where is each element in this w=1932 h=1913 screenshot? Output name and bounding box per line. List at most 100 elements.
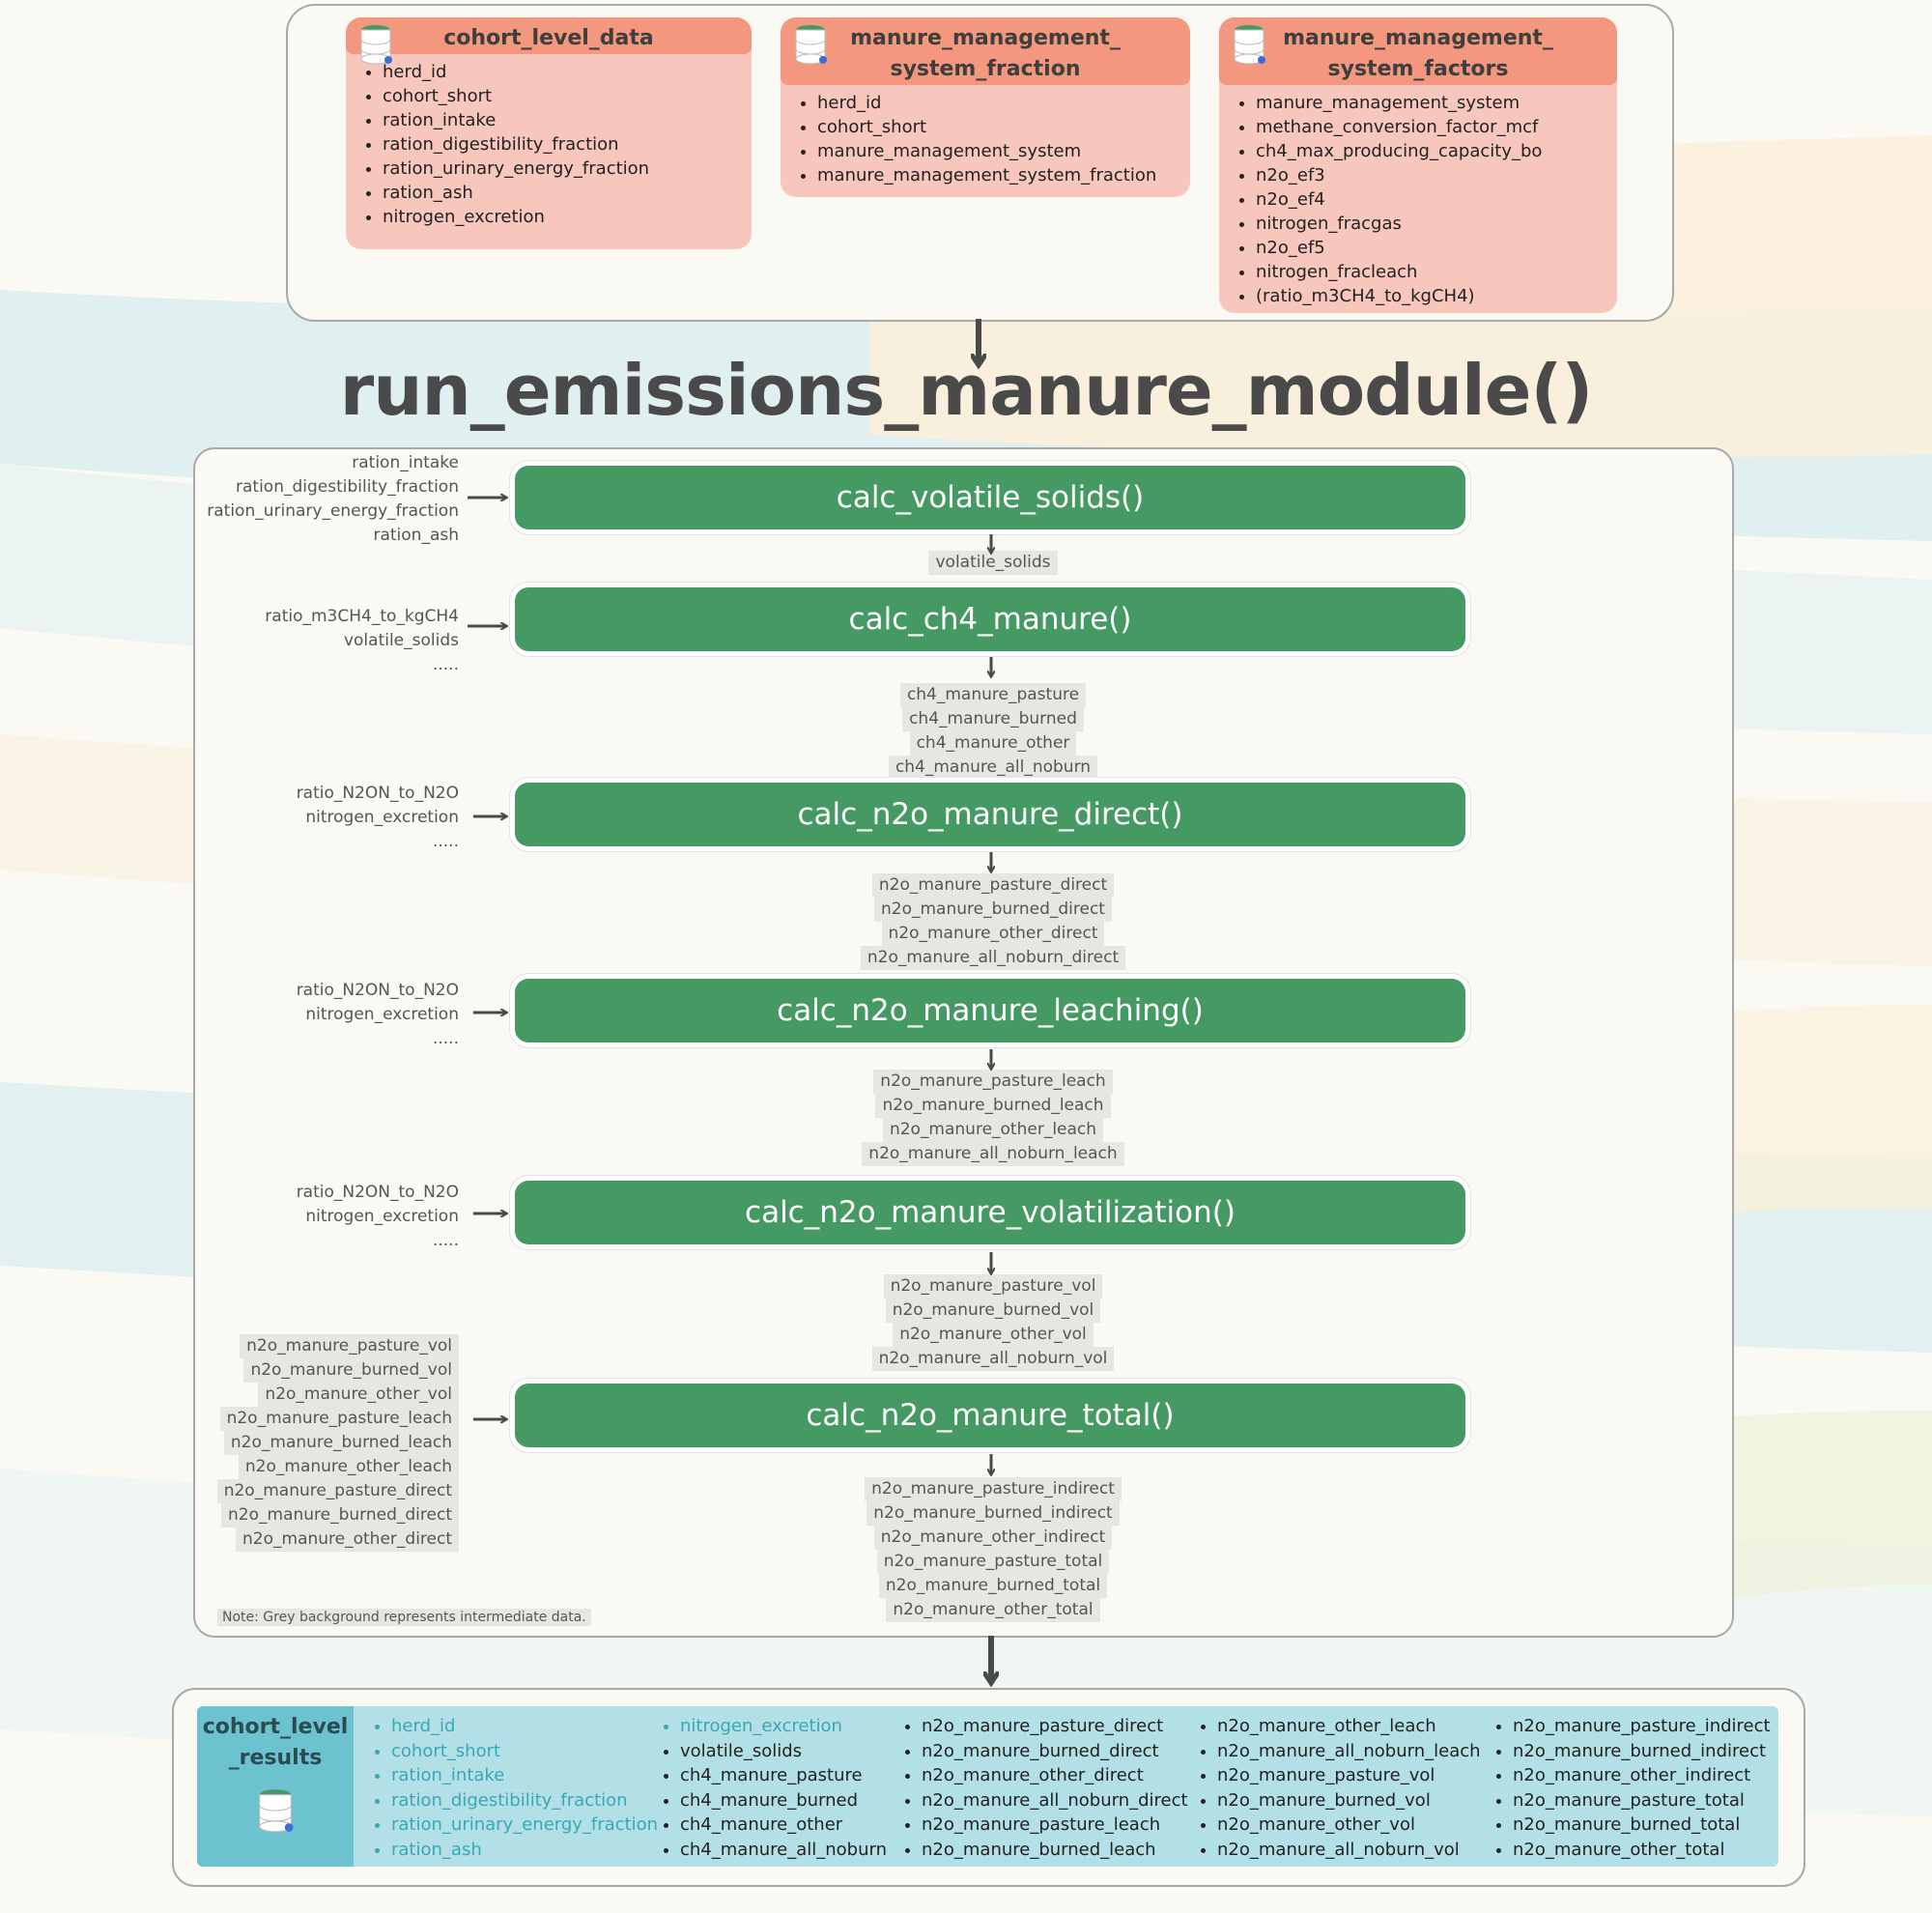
- result-field: n2o_manure_pasture_leach: [922, 1813, 1188, 1838]
- function-inputs: ratio_N2ON_to_N2O nitrogen_excretion ...…: [297, 979, 459, 1051]
- result-field: n2o_manure_other_total: [1513, 1838, 1771, 1863]
- function-outputs: n2o_manure_pasture_vol n2o_manure_burned…: [0, 1274, 1932, 1371]
- result-field: n2o_manure_other_direct: [922, 1763, 1188, 1788]
- input-label: .....: [432, 832, 459, 851]
- result-field: n2o_manure_other_vol: [1217, 1813, 1481, 1838]
- output-label: ch4_manure_pasture: [899, 683, 1087, 707]
- field-item: cohort_short: [817, 115, 1190, 139]
- input-label: n2o_manure_other_vol: [258, 1383, 459, 1407]
- output-label: n2o_manure_burned_total: [878, 1574, 1108, 1598]
- result-column: n2o_manure_pasture_direct n2o_manure_bur…: [900, 1714, 1188, 1862]
- output-label: n2o_manure_pasture_leach: [873, 1070, 1113, 1094]
- function-calc-n2o-manure-leaching: calc_n2o_manure_leaching(): [515, 979, 1465, 1042]
- result-field: n2o_manure_other_indirect: [1513, 1763, 1771, 1788]
- field-item: nitrogen_fracgas: [1256, 212, 1617, 236]
- result-field: n2o_manure_burned_direct: [922, 1739, 1188, 1764]
- function-outputs: n2o_manure_pasture_direct n2o_manure_bur…: [0, 873, 1932, 970]
- field-item: n2o_ef3: [1256, 163, 1617, 187]
- result-field: ch4_manure_other: [680, 1813, 887, 1838]
- function-calc-ch4-manure: calc_ch4_manure(): [515, 587, 1465, 651]
- input-label: n2o_manure_burned_vol: [243, 1358, 459, 1383]
- function-outputs: n2o_manure_pasture_leach n2o_manure_burn…: [0, 1070, 1932, 1166]
- input-label: ration_digestibility_fraction: [236, 477, 459, 497]
- result-field: ch4_manure_all_noburn: [680, 1838, 887, 1863]
- source-title: manure_management_system_fraction: [781, 17, 1190, 85]
- result-field: cohort_short: [391, 1739, 658, 1764]
- function-inputs: n2o_manure_pasture_vol n2o_manure_burned…: [216, 1334, 459, 1552]
- source-table-manure-management-system-fraction: manure_management_system_fraction herd_i…: [781, 17, 1190, 197]
- output-label: n2o_manure_all_noburn_direct: [860, 946, 1126, 970]
- result-field: n2o_manure_other_leach: [1217, 1714, 1481, 1739]
- function-calc-volatile-solids: calc_volatile_solids(): [515, 466, 1465, 529]
- result-field: n2o_manure_burned_total: [1513, 1813, 1771, 1838]
- input-label: ratio_N2ON_to_N2O: [296, 981, 459, 1000]
- input-label: n2o_manure_pasture_vol: [240, 1334, 459, 1358]
- database-icon: [360, 25, 392, 65]
- result-field: nitrogen_excretion: [680, 1714, 887, 1739]
- output-label: ch4_manure_burned: [902, 707, 1084, 731]
- input-label: .....: [432, 1231, 459, 1250]
- result-field: volatile_solids: [680, 1739, 887, 1764]
- function-outputs: ch4_manure_pasture ch4_manure_burned ch4…: [0, 683, 1932, 780]
- result-field: n2o_manure_burned_indirect: [1513, 1739, 1771, 1764]
- source-table-cohort-level-data: cohort_level_data herd_id cohort_short r…: [346, 17, 752, 249]
- function-inputs: ration_intake ration_digestibility_fract…: [207, 451, 459, 548]
- result-field: n2o_manure_all_noburn_direct: [922, 1788, 1188, 1813]
- input-label: nitrogen_excretion: [305, 1005, 459, 1024]
- input-label: ratio_m3CH4_to_kgCH4: [265, 607, 459, 626]
- output-label: n2o_manure_burned_vol: [885, 1299, 1101, 1323]
- output-label: n2o_manure_all_noburn_leach: [862, 1142, 1124, 1166]
- output-label: n2o_manure_all_noburn_vol: [871, 1347, 1115, 1371]
- result-field: ch4_manure_pasture: [680, 1763, 887, 1788]
- result-field: n2o_manure_pasture_total: [1513, 1788, 1771, 1813]
- field-item: herd_id: [383, 60, 752, 84]
- result-field: n2o_manure_burned_vol: [1217, 1788, 1481, 1813]
- result-field: n2o_manure_pasture_direct: [922, 1714, 1188, 1739]
- field-item: methane_conversion_factor_mcf: [1256, 115, 1617, 139]
- input-label: nitrogen_excretion: [305, 808, 459, 827]
- field-item: herd_id: [817, 91, 1190, 115]
- field-item: cohort_short: [383, 84, 752, 108]
- input-label: n2o_manure_other_leach: [238, 1455, 459, 1479]
- source-title: manure_management_system_factors: [1219, 17, 1617, 85]
- result-field: n2o_manure_pasture_indirect: [1513, 1714, 1771, 1739]
- field-item: manure_management_system_fraction: [817, 163, 1190, 187]
- field-item: ration_digestibility_fraction: [383, 132, 752, 157]
- result-field: ration_intake: [391, 1763, 658, 1788]
- field-item: ration_intake: [383, 108, 752, 132]
- output-label: ch4_manure_all_noburn: [888, 756, 1098, 780]
- module-title: run_emissions_manure_module(): [339, 350, 1594, 431]
- input-label: ration_ash: [373, 526, 459, 545]
- database-icon: [795, 25, 827, 65]
- output-label: n2o_manure_pasture_total: [876, 1550, 1110, 1574]
- input-label: ratio_N2ON_to_N2O: [296, 1183, 459, 1202]
- input-label: ration_urinary_energy_fraction: [207, 501, 459, 521]
- output-label: n2o_manure_other_vol: [893, 1323, 1094, 1347]
- output-label: n2o_manure_other_indirect: [873, 1526, 1113, 1550]
- field-item: (ratio_m3CH4_to_kgCH4): [1256, 284, 1617, 308]
- result-table-header: cohort_level_results: [197, 1706, 354, 1867]
- field-item: n2o_ef5: [1256, 236, 1617, 260]
- input-label: ration_intake: [352, 453, 459, 472]
- field-item: nitrogen_excretion: [383, 205, 752, 229]
- function-calc-n2o-manure-volatilization: calc_n2o_manure_volatilization(): [515, 1181, 1465, 1244]
- field-item: ration_ash: [383, 181, 752, 205]
- output-label: n2o_manure_burned_leach: [875, 1094, 1111, 1118]
- result-field: ch4_manure_burned: [680, 1788, 887, 1813]
- function-calc-n2o-manure-total: calc_n2o_manure_total(): [515, 1384, 1465, 1447]
- result-field: herd_id: [391, 1714, 658, 1739]
- result-panel: [197, 1706, 1778, 1867]
- output-label: n2o_manure_pasture_vol: [883, 1274, 1103, 1299]
- output-label: ch4_manure_other: [909, 731, 1077, 756]
- output-label: n2o_manure_burned_direct: [874, 898, 1112, 922]
- result-column: herd_id cohort_short ration_intake ratio…: [370, 1714, 658, 1862]
- function-outputs: n2o_manure_pasture_indirect n2o_manure_b…: [0, 1477, 1932, 1622]
- output-label: n2o_manure_other_total: [886, 1598, 1100, 1622]
- database-icon: [259, 1789, 294, 1833]
- function-calc-n2o-manure-direct: calc_n2o_manure_direct(): [515, 783, 1465, 846]
- input-label: volatile_solids: [343, 631, 459, 650]
- function-inputs: ratio_m3CH4_to_kgCH4 volatile_solids ...…: [265, 605, 459, 677]
- result-field: n2o_manure_all_noburn_leach: [1217, 1739, 1481, 1764]
- output-label: n2o_manure_other_leach: [882, 1118, 1104, 1142]
- source-table-manure-management-system-factors: manure_management_system_factors manure_…: [1219, 17, 1617, 313]
